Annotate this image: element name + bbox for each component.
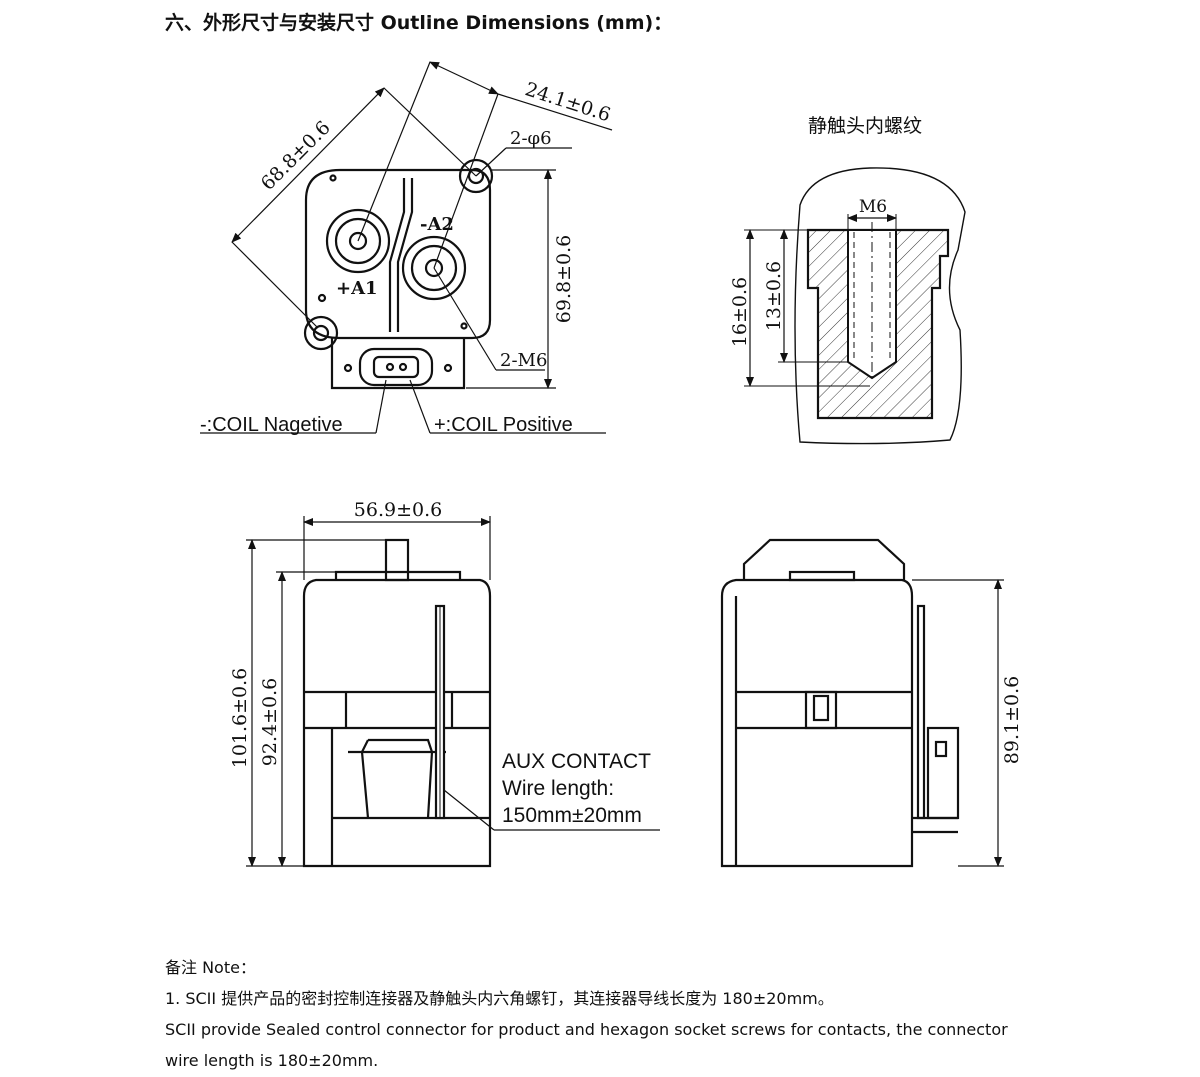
side-view-dimensions — [912, 579, 1004, 867]
front-view-dimensions — [246, 516, 660, 867]
terminal-a1-label: +A1 — [336, 278, 378, 299]
connector-housing — [330, 338, 466, 390]
side-dim-height: 89.1±0.6 — [1001, 676, 1023, 764]
top-view-labels: 68.8±0.6 24.1±0.6 2-φ6 69.8±0.6 2-M6 +A1… — [200, 78, 613, 436]
dim-width: 56.9±0.6 — [354, 499, 442, 521]
break-outline — [794, 167, 966, 445]
notes-line-1: 1. SCII 提供产品的密封控制连接器及静触头内六角螺钉，其连接器导线长度为 … — [165, 989, 834, 1008]
mount-ear-bottom — [303, 315, 339, 351]
notes-section: 备注 Note： 1. SCII 提供产品的密封控制连接器及静触头内六角螺钉，其… — [165, 952, 1165, 1076]
notes-line-2: SCII provide Sealed control connector fo… — [165, 1020, 1008, 1039]
front-view-labels: 56.9±0.6 101.6±0.6 92.4±0.6 AUX CONTACT … — [229, 499, 651, 827]
aux-length: 150mm±20mm — [502, 804, 642, 827]
thread-size: M6 — [859, 197, 887, 217]
notes-line-3: wire length is 180±20mm. — [165, 1051, 379, 1070]
thread-detail: 静触头内螺纹 M6 16±0.6 13±0.6 — [729, 115, 966, 445]
terminal-a2 — [401, 235, 467, 301]
top-view — [303, 158, 494, 390]
dim-offset: 24.1±0.6 — [522, 78, 613, 126]
top-view-dimensions — [200, 61, 613, 434]
side-aux-wire — [916, 604, 926, 820]
side-body — [720, 578, 914, 868]
thread-label: 2-M6 — [500, 350, 547, 371]
thread-title: 静触头内螺纹 — [808, 115, 922, 137]
depth-outer: 16±0.6 — [729, 277, 751, 347]
coil-positive-label: +:COIL Positive — [434, 414, 573, 436]
aux-wire-label: Wire length: — [502, 777, 614, 800]
aux-title: AUX CONTACT — [502, 750, 651, 773]
front-view — [302, 538, 492, 868]
side-view — [720, 538, 960, 868]
terminal-a2-label: -A2 — [420, 214, 454, 235]
front-body — [302, 578, 492, 868]
dim-height: 69.8±0.6 — [553, 235, 575, 323]
page-heading: 六、外形尺寸与安装尺寸 Outline Dimensions (mm)： — [165, 12, 673, 34]
side-top-cap — [742, 538, 906, 580]
holes-label: 2-φ6 — [510, 128, 552, 149]
dim-total-height: 101.6±0.6 — [229, 668, 251, 769]
dim-diagonal: 68.8±0.6 — [257, 117, 335, 195]
mount-ear-top — [458, 158, 494, 194]
dim-body-height: 92.4±0.6 — [259, 678, 281, 766]
divider-rib — [388, 178, 414, 332]
coil-negative-label: -:COIL Nagetive — [200, 414, 343, 436]
depth-inner: 13±0.6 — [763, 261, 785, 331]
top-stud — [384, 538, 410, 582]
notes-title: 备注 Note： — [165, 958, 256, 977]
